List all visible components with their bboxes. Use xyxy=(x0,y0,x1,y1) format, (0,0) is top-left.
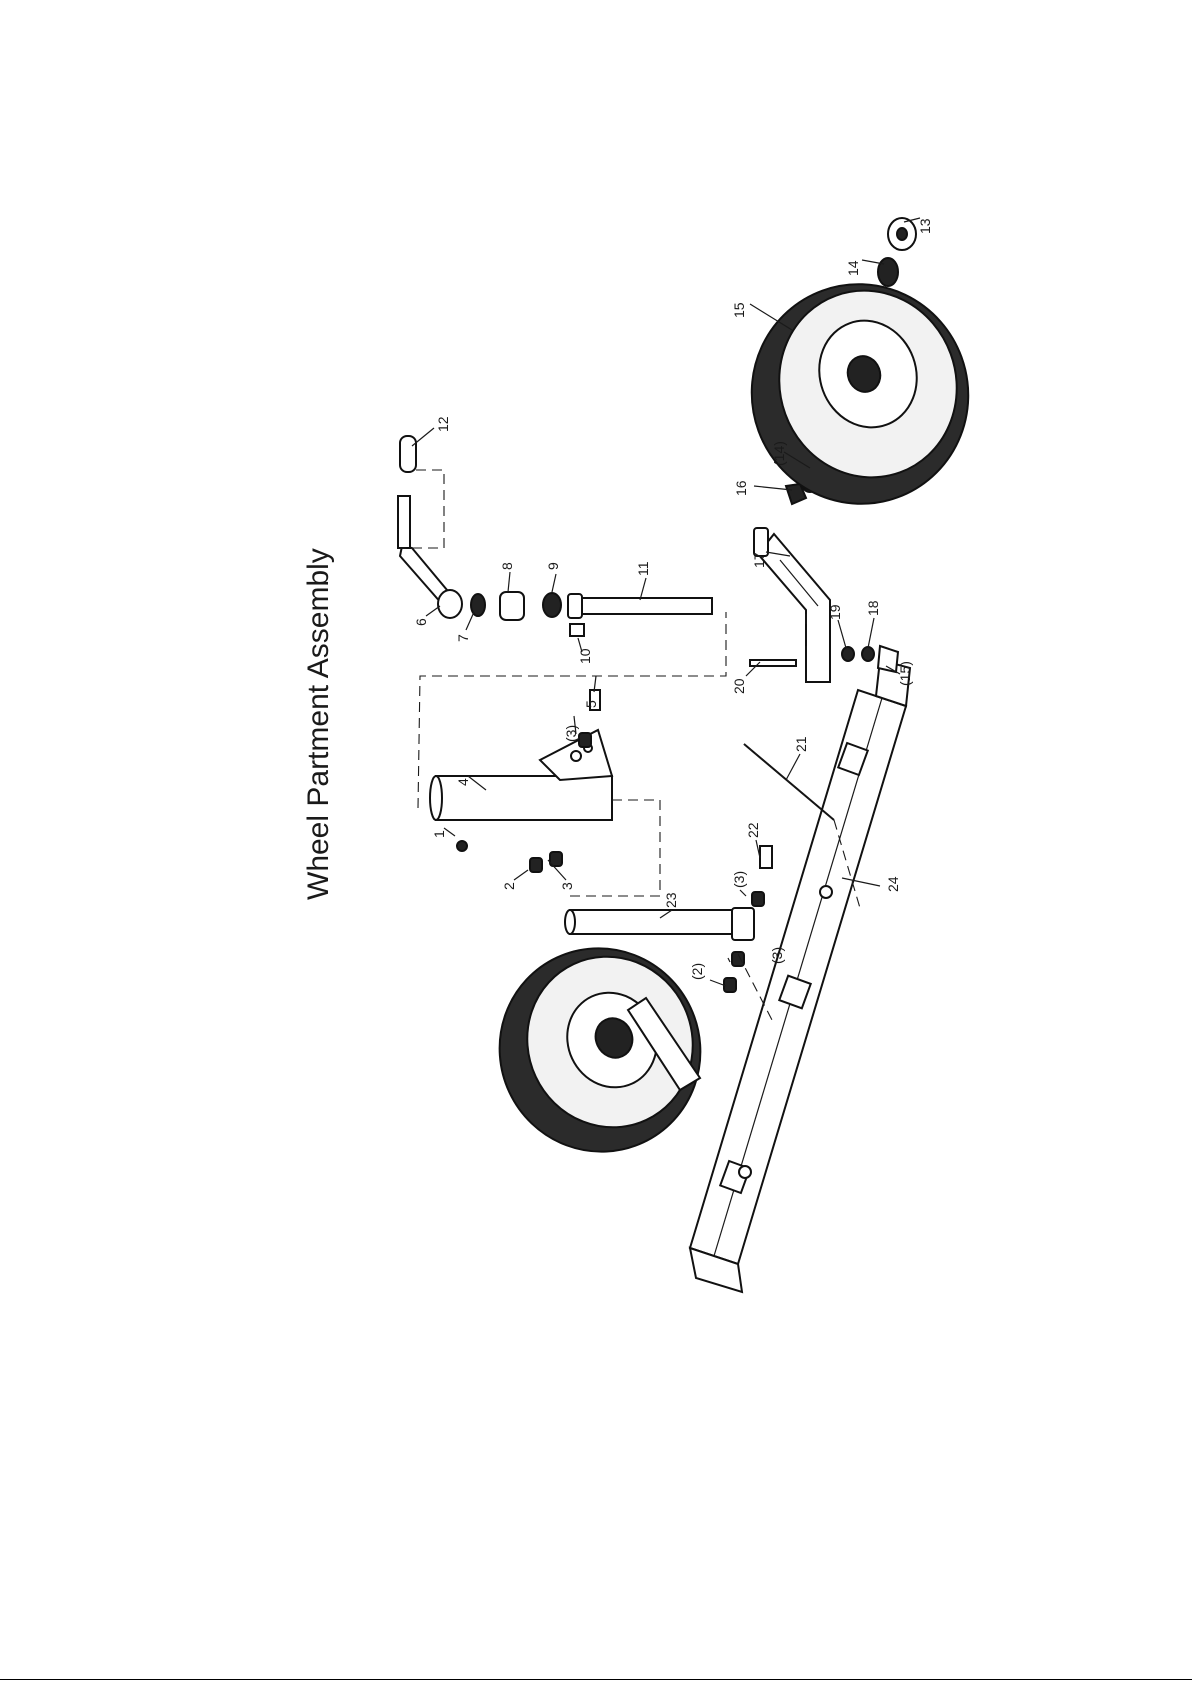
label-24: 24 xyxy=(885,876,901,892)
label-9: 9 xyxy=(545,562,561,570)
label-5: 5 xyxy=(583,700,599,708)
crank-handle xyxy=(398,436,462,618)
label-22: 22 xyxy=(745,822,761,838)
shaft xyxy=(568,594,712,618)
label-13: 13 xyxy=(917,218,933,234)
label-15-paren: (15) xyxy=(897,661,913,686)
label-11: 11 xyxy=(635,561,651,576)
label-20: 20 xyxy=(731,678,747,694)
spring xyxy=(744,744,834,820)
label-4: 4 xyxy=(455,778,471,786)
bottom-rule xyxy=(0,1679,1192,1680)
label-15: 15 xyxy=(731,302,747,318)
label-23: 23 xyxy=(663,892,679,908)
hubcap xyxy=(878,218,916,286)
label-19: 19 xyxy=(827,604,843,620)
label-12: 12 xyxy=(435,416,451,432)
label-8: 8 xyxy=(499,562,515,570)
diagram-title: Wheel Partment Assembly xyxy=(302,548,335,900)
label-3-paren-c: (3) xyxy=(769,947,785,964)
label-17: 17 xyxy=(751,552,767,568)
label-14: 14 xyxy=(845,260,861,276)
label-14-paren: (14) xyxy=(771,441,787,466)
label-21: 21 xyxy=(793,736,809,752)
label-3: 3 xyxy=(559,882,575,890)
label-18: 18 xyxy=(865,600,881,616)
label-1: 1 xyxy=(431,830,447,838)
label-3-paren-a: (3) xyxy=(563,725,579,742)
right-wheel xyxy=(721,254,999,535)
label-2: 2 xyxy=(501,882,517,890)
label-16: 16 xyxy=(733,480,749,496)
label-6: 6 xyxy=(413,618,429,626)
left-wheel xyxy=(466,915,733,1184)
label-7: 7 xyxy=(455,634,471,642)
label-3-paren-b: (3) xyxy=(731,871,747,888)
label-2-paren: (2) xyxy=(689,963,705,980)
lower-tube xyxy=(565,908,754,940)
label-10: 10 xyxy=(577,648,593,664)
